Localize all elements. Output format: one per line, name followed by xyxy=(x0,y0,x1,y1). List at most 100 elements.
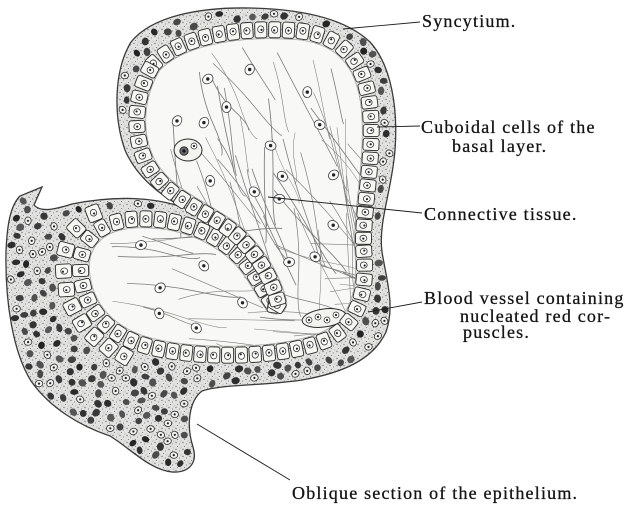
cell-nucleus xyxy=(241,301,244,304)
nucleolus xyxy=(125,377,127,379)
nucleolus xyxy=(115,390,117,392)
syncytial-nucleus xyxy=(13,305,21,312)
nucleolus xyxy=(109,427,111,429)
syncytial-nucleus xyxy=(103,359,111,368)
cell-nucleus xyxy=(139,243,142,246)
cuboidal-cell xyxy=(179,344,193,361)
cell-nucleus xyxy=(248,68,251,71)
leader-syncytium xyxy=(343,22,420,29)
label-cuboidal-cells-line1: Cuboidal cells of the xyxy=(421,117,596,137)
cell-nucleus xyxy=(318,123,321,126)
syncytial-nucleus xyxy=(29,250,36,258)
nucleolus xyxy=(382,161,384,163)
nucleolus xyxy=(150,428,152,430)
nucleolus xyxy=(377,335,379,337)
cuboidal-cell xyxy=(235,347,247,363)
connective-tissue-cell xyxy=(222,102,231,113)
cell-nucleus xyxy=(332,224,335,227)
cell-nucleus xyxy=(128,216,135,223)
syncytial-nucleus xyxy=(180,400,189,408)
cell-nucleus xyxy=(78,267,85,273)
cuboidal-cell xyxy=(361,95,378,109)
cell-nucleus xyxy=(225,105,228,108)
cuboidal-cell xyxy=(356,219,373,232)
nucleolus xyxy=(160,434,162,436)
nucleolus xyxy=(137,203,139,205)
cuboidal-cell xyxy=(208,347,221,363)
cell-nucleus xyxy=(365,99,373,106)
syncytial-nucleus xyxy=(304,367,311,375)
cuboidal-cell xyxy=(240,22,253,39)
cuboidal-cell xyxy=(357,259,373,271)
nucleolus xyxy=(207,16,209,18)
cuboidal-cell xyxy=(129,120,146,133)
cell-nucleus xyxy=(61,268,68,275)
cell-nucleus xyxy=(332,173,335,176)
syncytial-nucleus xyxy=(171,411,179,418)
syncytial-nucleus xyxy=(122,375,130,382)
nucleolus xyxy=(174,413,176,415)
corpuscle-nucleus xyxy=(335,314,337,316)
nucleolus xyxy=(183,403,185,405)
cuboidal-cell xyxy=(296,23,310,41)
syncytial-nucleus xyxy=(24,339,32,346)
cuboidal-cell xyxy=(193,346,206,363)
cuboidal-cell xyxy=(356,273,373,286)
nucleolus xyxy=(119,370,121,372)
nucleolus xyxy=(294,373,296,375)
label-cuboidal-cells-line2: basal layer. xyxy=(452,136,547,156)
cell-nucleus xyxy=(202,121,205,124)
nucleolus xyxy=(273,13,275,15)
cuboidal-cell xyxy=(269,22,281,38)
nucleolus xyxy=(384,122,386,124)
nucleolus xyxy=(53,225,55,227)
nucleolus xyxy=(171,365,173,367)
syncytial-nucleus xyxy=(106,425,114,432)
corpuscle-nucleus xyxy=(308,319,310,321)
nucleolus xyxy=(362,237,364,239)
cuboidal-cell xyxy=(212,25,227,43)
cell-nucleus xyxy=(253,190,256,193)
cuboidal-cell xyxy=(255,22,267,38)
nucleolus xyxy=(137,409,139,411)
corpuscle-nucleus xyxy=(193,145,195,147)
nucleolus xyxy=(10,278,12,280)
cuboidal-cell xyxy=(165,342,179,360)
nucleolus xyxy=(79,398,81,400)
nucleolus xyxy=(49,382,51,384)
cuboidal-cell xyxy=(55,264,72,279)
nucleolus xyxy=(195,367,197,369)
cuboidal-cell xyxy=(226,23,240,40)
cuboidal-cell xyxy=(361,165,378,178)
cuboidal-cell xyxy=(363,110,380,123)
cell-nucleus xyxy=(157,215,164,222)
nucleolus xyxy=(49,246,51,248)
syncytial-nucleus xyxy=(170,451,178,458)
cuboidal-cell xyxy=(151,340,166,358)
syncytial-nucleus xyxy=(25,217,32,225)
cuboidal-cell xyxy=(222,347,234,363)
nucleolus xyxy=(382,179,384,181)
corpuscle-nucleus xyxy=(326,319,328,321)
label-syncytium: Syncytium. xyxy=(422,11,517,31)
nucleolus xyxy=(144,366,146,368)
label-oblique-section: Oblique section of the epithelium. xyxy=(292,483,578,503)
nucleolus xyxy=(16,308,18,310)
cell-nucleus xyxy=(313,255,316,258)
cuboidal-cell xyxy=(282,22,295,39)
cuboidal-cell xyxy=(58,282,75,297)
cell-nucleus xyxy=(287,260,290,263)
syncytial-nucleus xyxy=(35,380,43,387)
cell-nucleus xyxy=(269,144,272,147)
cell-nucleus xyxy=(195,326,198,329)
leader-oblique-section xyxy=(197,424,290,480)
nucleolus xyxy=(27,220,29,222)
nucleolus xyxy=(32,253,34,255)
nucleolus xyxy=(227,354,229,356)
nucleolus xyxy=(105,362,107,364)
nucleolus xyxy=(46,354,48,356)
syncytial-nucleus xyxy=(46,243,53,251)
nucleolus xyxy=(370,129,372,131)
cuboidal-cell xyxy=(262,345,276,362)
cell-nucleus xyxy=(202,264,205,267)
